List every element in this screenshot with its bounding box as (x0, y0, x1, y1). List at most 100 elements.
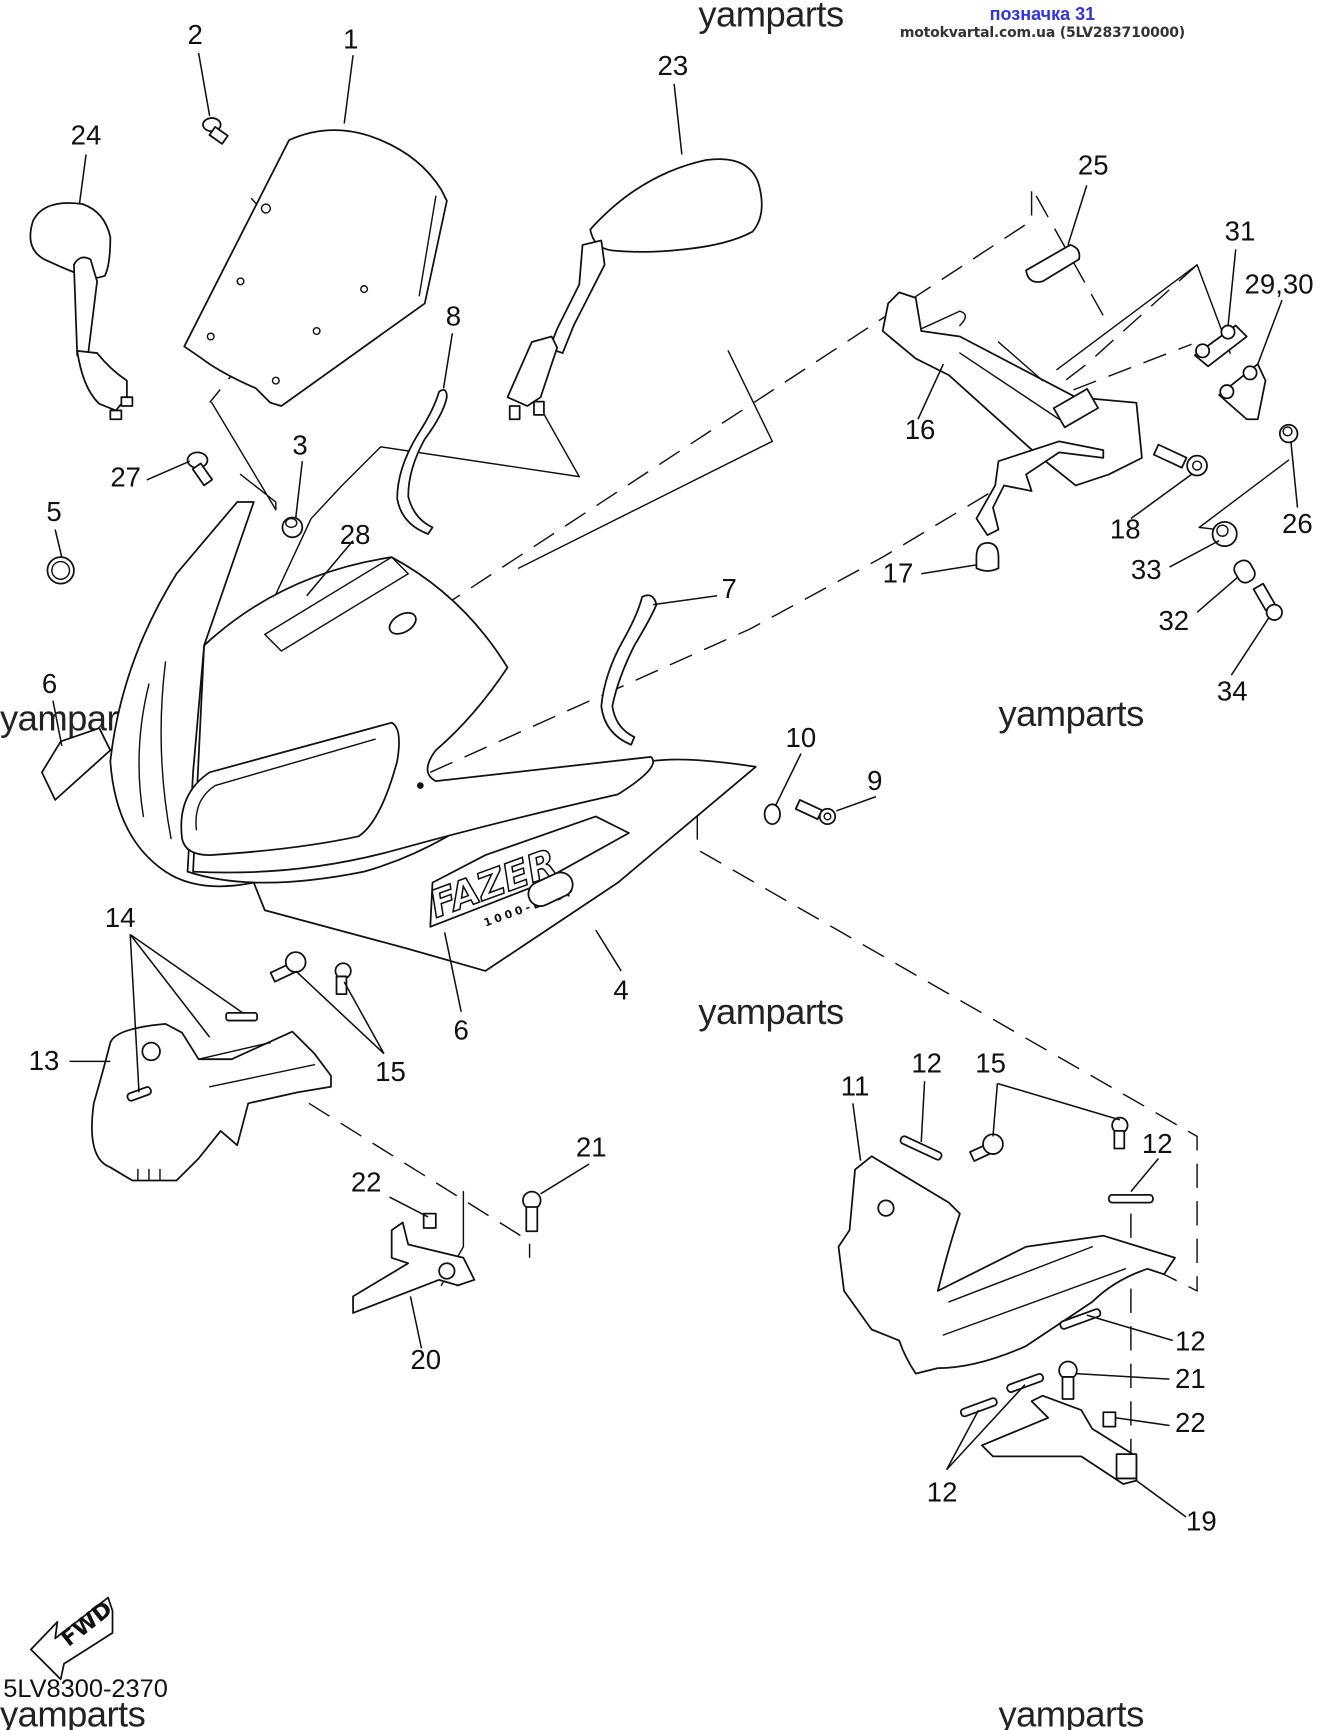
part-bracket-19[interactable] (981, 1394, 1138, 1485)
part-bolt-21-left[interactable] (522, 1190, 542, 1233)
callout-28[interactable]: 28 (340, 519, 371, 550)
callout-16[interactable]: 16 (905, 414, 936, 445)
part-bracket-29-30[interactable] (1218, 363, 1267, 421)
callout-33[interactable]: 33 (1131, 554, 1162, 585)
part-mirror-left[interactable] (29, 202, 134, 421)
callout-leader-line (129, 934, 140, 1093)
callout-leader-line (343, 55, 354, 124)
callout-leader-line (1196, 576, 1239, 613)
header-source: motokvartal.com.ua (5LV283710000) (899, 25, 1185, 41)
callout-22[interactable]: 22 (351, 1167, 382, 1198)
part-hose-7[interactable] (600, 594, 658, 746)
callout-10[interactable]: 10 (786, 722, 817, 753)
callout-18[interactable]: 18 (1110, 513, 1141, 544)
part-bracket-31[interactable] (1193, 324, 1248, 368)
part-washer-10[interactable] (763, 803, 781, 826)
callout-8[interactable]: 8 (446, 300, 461, 331)
callout-3[interactable]: 3 (292, 430, 307, 461)
part-screw-15-left-2[interactable] (334, 962, 352, 995)
callout-23[interactable]: 23 (658, 50, 689, 81)
callout-34[interactable]: 34 (1217, 676, 1248, 707)
callout-15[interactable]: 15 (975, 1047, 1006, 1078)
callout-leader-line (1067, 185, 1088, 246)
callout-14[interactable]: 14 (105, 902, 136, 933)
callout-12[interactable]: 12 (911, 1047, 942, 1078)
callout-13[interactable]: 13 (29, 1045, 60, 1076)
callout-32[interactable]: 32 (1158, 605, 1189, 636)
callout-24[interactable]: 24 (71, 120, 102, 151)
part-bolt-9[interactable] (794, 799, 837, 826)
part-decal-6-left[interactable] (41, 727, 112, 801)
callout-leader-line (921, 564, 977, 575)
callout-20[interactable]: 20 (410, 1344, 441, 1375)
callout-29-30[interactable]: 29,30 (1245, 268, 1314, 299)
callout-leader-line (54, 529, 63, 558)
part-inner-panel-13[interactable] (91, 1022, 332, 1182)
part-under-cowl-11[interactable] (837, 1155, 1176, 1375)
part-screw-15-left[interactable] (269, 951, 307, 983)
part-collar-32[interactable] (1231, 558, 1257, 586)
callout-leader-line (409, 1296, 423, 1349)
callout-7[interactable]: 7 (722, 573, 737, 604)
callout-6[interactable]: 6 (42, 668, 57, 699)
callout-leader-line (294, 461, 304, 519)
callout-22[interactable]: 22 (1175, 1407, 1206, 1438)
part-bracket-20[interactable] (352, 1221, 476, 1314)
part-plate-14[interactable] (126, 1011, 258, 1102)
fwd-arrow-icon: FWD (30, 1596, 118, 1681)
part-hose-8[interactable] (396, 388, 448, 535)
part-grommet-5[interactable] (46, 556, 75, 585)
part-front-cowling[interactable] (109, 501, 757, 972)
part-nut-26[interactable] (1278, 423, 1299, 444)
callout-17[interactable]: 17 (883, 558, 914, 589)
callout-leader-line (917, 363, 945, 420)
callout-26[interactable]: 26 (1282, 508, 1313, 539)
callout-leader-line (673, 83, 683, 155)
part-stay-16[interactable] (881, 291, 1143, 536)
part-bolt-21-right[interactable] (1058, 1360, 1078, 1400)
part-screw-27[interactable] (186, 451, 214, 487)
callout-27[interactable]: 27 (110, 462, 141, 493)
callout-2[interactable]: 2 (188, 19, 203, 50)
part-nut-22-right[interactable] (1102, 1411, 1117, 1428)
watermark: yamparts (698, 991, 843, 1032)
part-nut-3[interactable] (281, 516, 304, 539)
callout-4[interactable]: 4 (613, 975, 628, 1006)
callout-leader-line (836, 795, 877, 812)
callout-12[interactable]: 12 (927, 1477, 958, 1508)
callout-9[interactable]: 9 (867, 765, 882, 796)
part-nut-22-left[interactable] (422, 1212, 437, 1229)
callout-leader-line (1075, 1372, 1170, 1380)
callout-leader-line (852, 1103, 862, 1161)
callout-leader-line (78, 154, 87, 205)
part-screw-15-right[interactable] (969, 1133, 1004, 1162)
callout-15[interactable]: 15 (375, 1056, 406, 1087)
callout-5[interactable]: 5 (46, 496, 61, 527)
callout-19[interactable]: 19 (1186, 1505, 1217, 1536)
callout-25[interactable]: 25 (1078, 149, 1109, 180)
callout-12[interactable]: 12 (1142, 1128, 1173, 1159)
callout-leader-line (992, 1083, 999, 1137)
part-plates-12[interactable] (899, 1135, 1154, 1418)
callout-11[interactable]: 11 (841, 1071, 870, 1102)
callout-1[interactable]: 1 (343, 24, 358, 55)
header-title[interactable]: позначка 31 (989, 4, 1096, 24)
part-mirror-right[interactable] (506, 158, 763, 421)
callout-12[interactable]: 12 (1175, 1325, 1206, 1356)
part-bolt-34[interactable] (1252, 582, 1283, 621)
callout-21[interactable]: 21 (1175, 1363, 1206, 1394)
part-screw-15-right-2[interactable] (1111, 1116, 1129, 1150)
callout-31[interactable]: 31 (1225, 216, 1256, 247)
callout-leader-line (129, 934, 211, 1038)
callout-21[interactable]: 21 (576, 1131, 607, 1162)
part-screw[interactable] (202, 117, 229, 145)
callout-leader-line (1135, 1480, 1187, 1518)
part-grommet-17[interactable] (975, 541, 1000, 572)
callout-leader-line (1290, 441, 1299, 508)
callout-6[interactable]: 6 (453, 1014, 468, 1045)
part-windscreen[interactable] (183, 129, 448, 407)
part-bolt-18[interactable] (1152, 443, 1208, 477)
part-bracket-25[interactable] (1025, 244, 1081, 283)
